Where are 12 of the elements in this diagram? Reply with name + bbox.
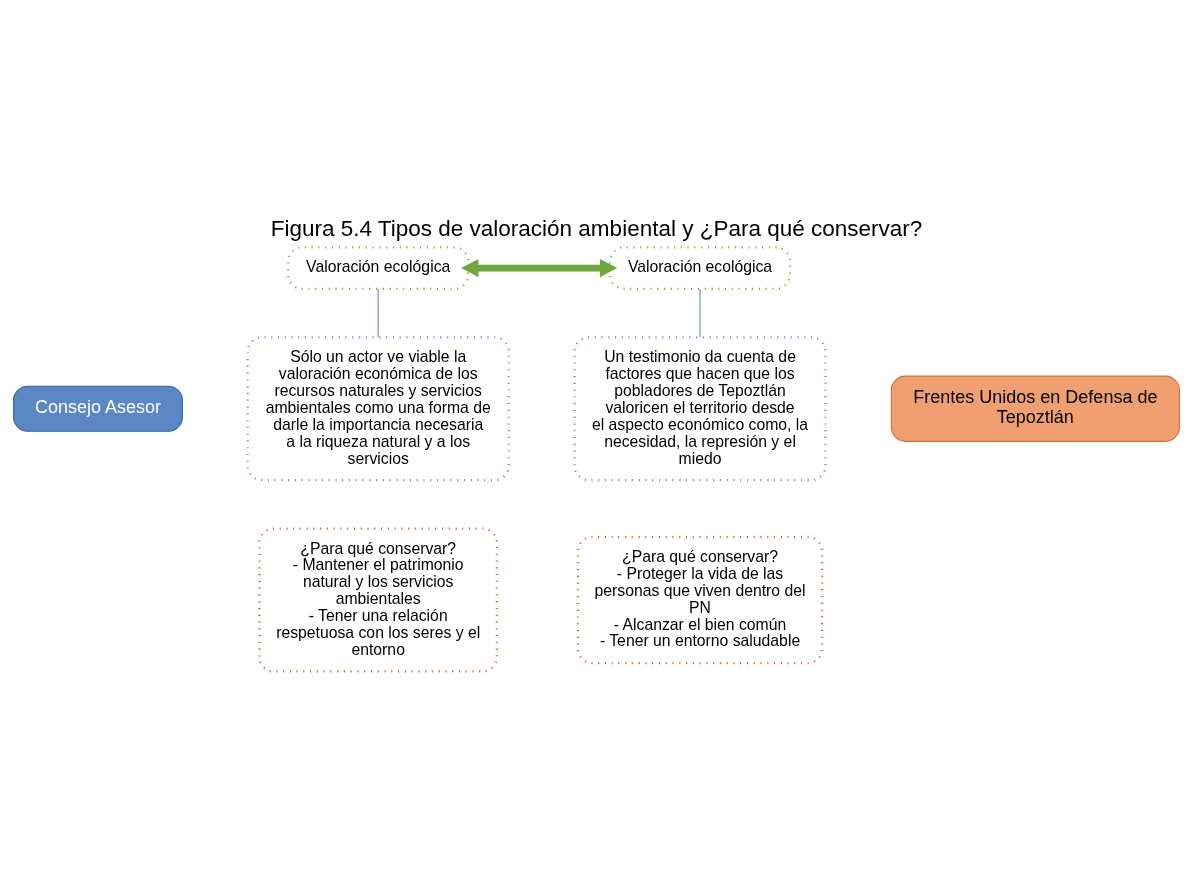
arrow xyxy=(461,258,618,277)
node-box: Consejo Asesor xyxy=(13,385,183,432)
node-box: Frentes Unidos en Defensa de Tepoztlán xyxy=(890,375,1180,442)
node-box: ¿Para qué conservar? - Proteger la vida de las personas que viven dentro del PN - Alcanzar el bien común - Tener un entorno saludable xyxy=(576,535,824,664)
diagram-title: Figura 5.4 Tipos de valoración ambiental y ¿Para qué conservar? xyxy=(270,215,923,241)
connector xyxy=(377,287,379,338)
node-box: Valoración ecológica xyxy=(608,245,792,290)
node-box: ¿Para qué conservar? - Mantener el patrimonio natural y los servicios ambientales - Tener una relación respetuosa con los seres y el entorno xyxy=(258,526,499,673)
node-box: Un testimonio da cuenta de factores que hacen que los pobladores de Tepoztlán valoricen el territorio desde el aspecto económico como, la necesidad, la represión y el miedo xyxy=(573,335,827,481)
node-box: Sólo un actor ve viable la valoración económica de los recursos naturales y servicios ambientales como una forma de darle la importancia necesaria a la riqueza natural y a los servicios xyxy=(246,335,510,481)
node-box: Valoración ecológica xyxy=(287,245,470,290)
connector xyxy=(699,287,701,338)
